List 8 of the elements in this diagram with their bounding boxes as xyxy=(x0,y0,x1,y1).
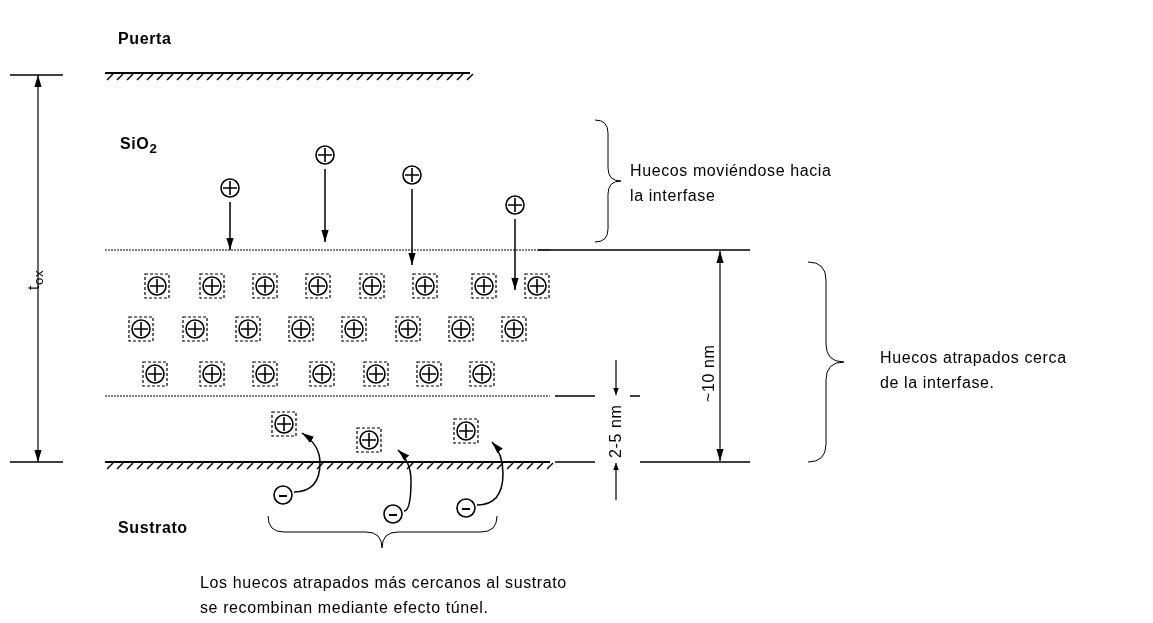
substrate-label: Sustrato xyxy=(118,518,188,538)
gate-label: Puerta xyxy=(118,29,172,49)
annotation-text: Los huecos atrapados más cercanos al sustrato se recombinan mediante efecto túnel. xyxy=(200,573,568,618)
dimension-label: 2-5 nm xyxy=(606,404,625,458)
oxide-label: SiO$_{2}$ xyxy=(120,134,158,159)
dimension-label: ~10 nm xyxy=(699,344,718,402)
annotation-text: Huecos atrapados cerca de la interfase. xyxy=(880,348,1068,393)
annotation-text: Huecos moviéndose hacia la interfase xyxy=(630,161,833,206)
